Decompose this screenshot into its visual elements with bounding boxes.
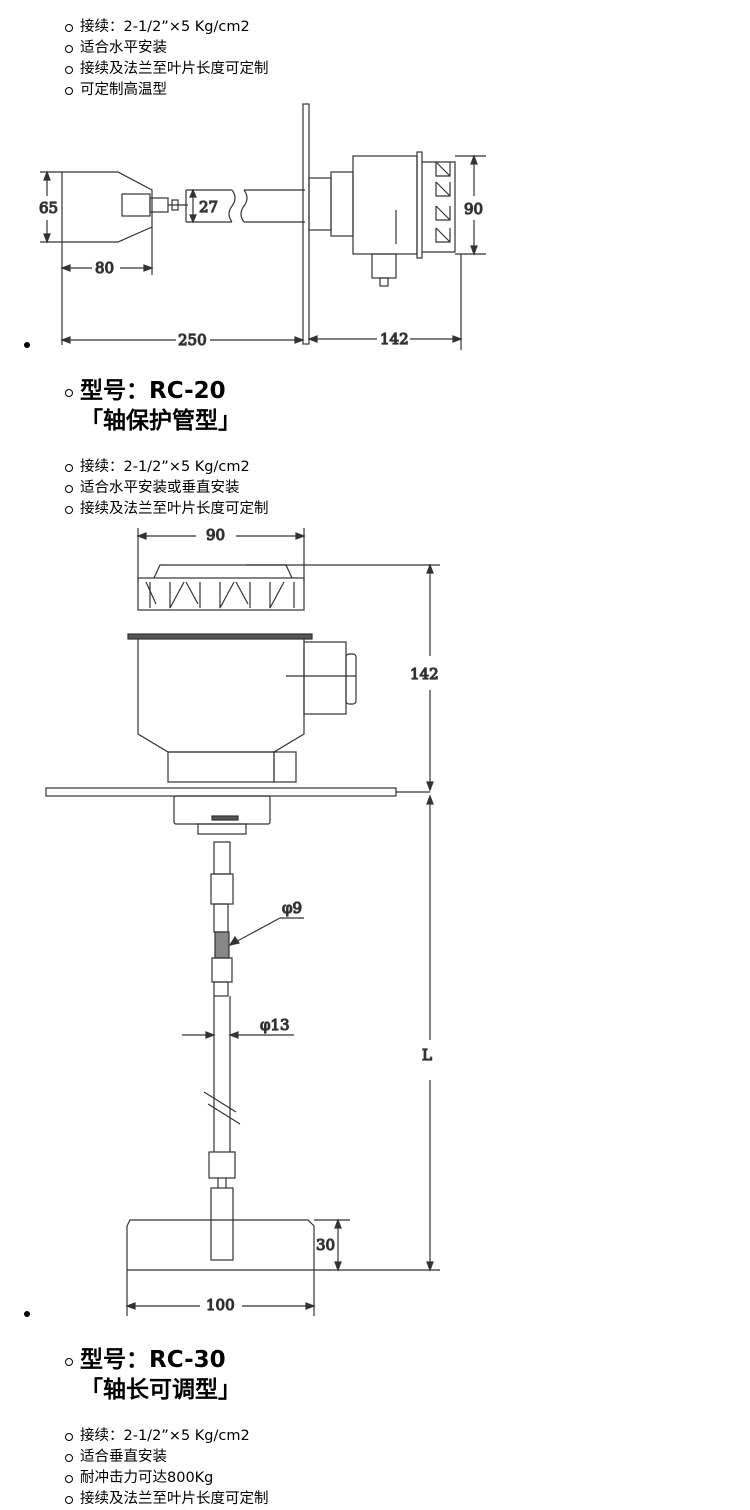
model-title: 型号：RC-20 xyxy=(80,378,226,404)
spec-list-3: 接续：2-1/2”×5 Kg/cm2 适合垂直安装 耐冲击力可达800Kg 接续… xyxy=(64,1426,269,1510)
drawing-horizontal-switch: 65 27 90 80 250 142 xyxy=(38,103,486,350)
spec-item: 接续：2-1/2”×5 Kg/cm2 xyxy=(64,457,269,478)
spec-item: 适合水平安装 xyxy=(64,38,269,59)
drawing-vertical-switch: 90 φ9 φ13 30 142 L xyxy=(45,525,440,1316)
spec-list-2: 接续：2-1/2”×5 Kg/cm2 适合水平安装或垂直安装 接续及法兰至叶片长… xyxy=(64,457,269,520)
dim-142: 142 xyxy=(410,665,439,683)
dim-27: 27 xyxy=(199,198,218,216)
spec-item: 可定制高温型 xyxy=(64,80,269,101)
dim-90: 90 xyxy=(464,200,483,218)
dim-250: 250 xyxy=(178,331,207,349)
spec-item: 接续及法兰至叶片长度可定制 xyxy=(64,59,269,80)
dim-90: 90 xyxy=(206,526,225,544)
spec-item: 耐冲击力可达800Kg xyxy=(64,1468,269,1489)
spec-item: 接续及法兰至叶片长度可定制 xyxy=(64,499,269,520)
model-title: 型号：RC-30 xyxy=(80,1347,226,1373)
list-bullet xyxy=(24,1311,30,1317)
dim-142: 142 xyxy=(380,330,409,348)
dim-65: 65 xyxy=(39,199,58,217)
spec-item: 接续：2-1/2”×5 Kg/cm2 xyxy=(64,17,269,38)
dim-phi13: φ13 xyxy=(260,1016,290,1034)
model-type: 「轴保护管型」 xyxy=(80,408,241,434)
paddle-blade xyxy=(61,171,153,243)
list-bullet xyxy=(24,342,30,348)
model-type: 「轴长可调型」 xyxy=(80,1377,241,1403)
dim-phi9: φ9 xyxy=(282,899,302,917)
dim-30: 30 xyxy=(316,1236,335,1254)
dim-L: L xyxy=(422,1046,432,1064)
dim-80: 80 xyxy=(95,259,114,277)
spec-item: 接续：2-1/2”×5 Kg/cm2 xyxy=(64,1426,269,1447)
spec-list-1: 接续：2-1/2”×5 Kg/cm2 适合水平安装 接续及法兰至叶片长度可定制 … xyxy=(64,17,269,101)
spec-item: 适合垂直安装 xyxy=(64,1447,269,1468)
dim-100: 100 xyxy=(206,1296,235,1314)
spec-item: 适合水平安装或垂直安装 xyxy=(64,478,269,499)
